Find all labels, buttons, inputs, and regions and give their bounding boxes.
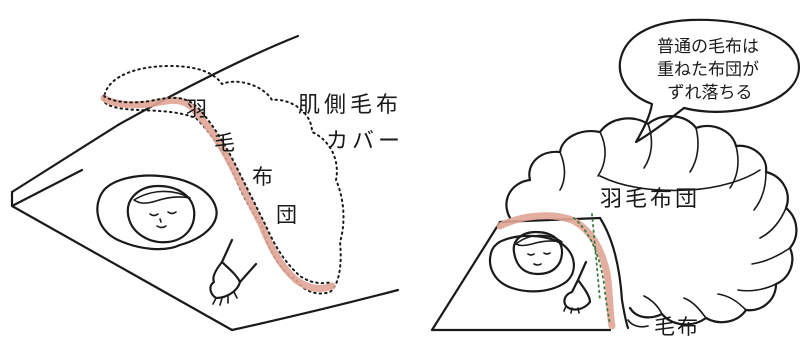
- speech-bubble: 普通の毛布は 重ねた布団が ずれ落ちる: [618, 18, 801, 144]
- label-blanket-cover-line2: カバー: [326, 129, 404, 154]
- right-blanket-edge: [598, 216, 630, 330]
- label-blanket-group: 毛布: [627, 315, 700, 339]
- label-duvet-char-2: 毛: [214, 131, 235, 155]
- left-hand: [209, 238, 258, 306]
- right-blanket-highlight: [496, 212, 616, 330]
- label-blanket-cover-line1: 肌側毛布: [298, 93, 402, 118]
- label-duvet-char-1: 羽: [186, 97, 207, 121]
- label-blanket-cover: 肌側毛布 カバー: [298, 93, 404, 154]
- label-duvet-left: 羽 毛 布 団: [186, 97, 297, 227]
- left-blanket-cover-dotted: [103, 95, 333, 285]
- right-illustration: 普通の毛布は 重ねた布団が ずれ落ちる: [430, 18, 801, 339]
- left-mattress: [10, 34, 400, 332]
- label-duvet-char-4: 団: [276, 203, 297, 227]
- right-blanket-dotted: [573, 213, 611, 325]
- right-duvet-mid-seam: [599, 169, 761, 192]
- label-duvet-char-3: 布: [252, 165, 273, 189]
- speech-bubble-line1: 普通の毛布は: [657, 37, 759, 57]
- label-blanket: 毛布: [654, 315, 700, 339]
- speech-bubble-line2: 重ねた布団が: [657, 60, 759, 80]
- label-blanket-pointer: [627, 319, 649, 328]
- right-pillow: [488, 234, 575, 293]
- left-duvet-outline: [102, 64, 345, 295]
- left-sleeping-face: [126, 184, 196, 244]
- left-illustration: 肌側毛布 カバー 羽 毛 布 団: [10, 34, 404, 332]
- right-duvet-seams: [559, 123, 791, 319]
- left-pillow: [96, 174, 218, 251]
- speech-bubble-line3: ずれ落ちる: [668, 83, 753, 103]
- left-blanket-cover-highlight: [100, 94, 336, 292]
- right-hand: [563, 260, 592, 314]
- label-duvet-right: 羽毛布団: [600, 187, 700, 212]
- right-sleeping-face: [512, 230, 564, 276]
